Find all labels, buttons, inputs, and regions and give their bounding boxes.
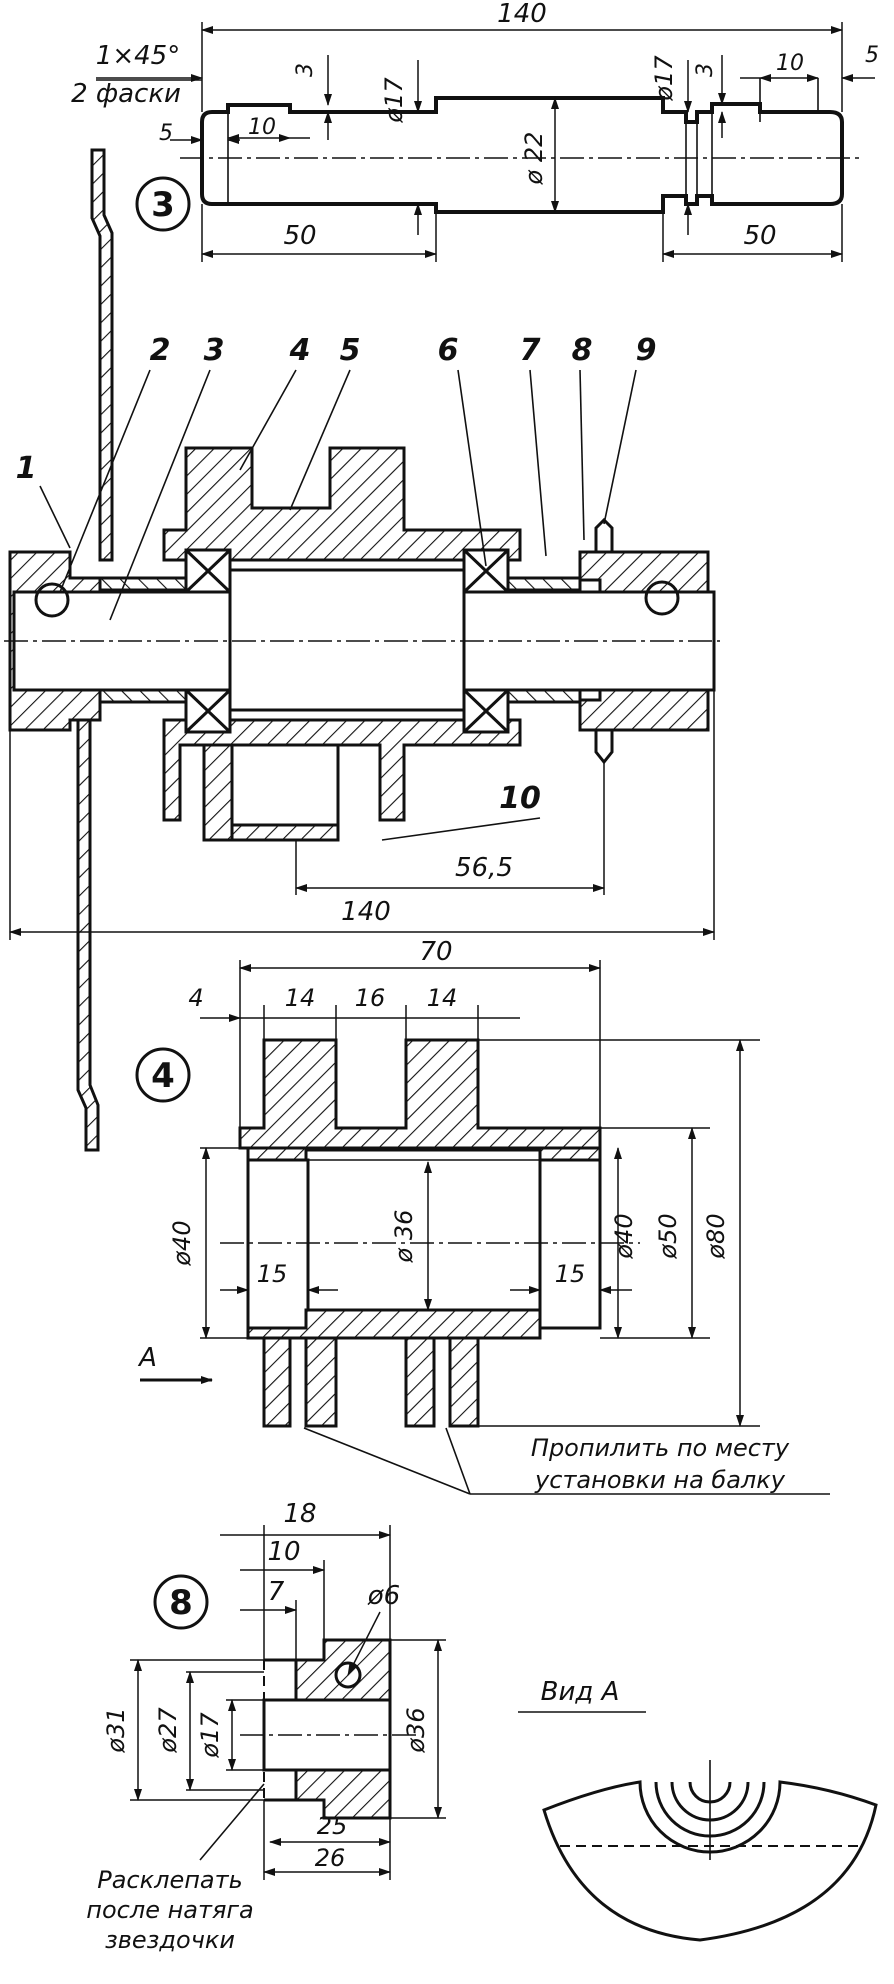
part8-dim-d36: ø36: [402, 1707, 430, 1753]
part8-dim-d6: ø6: [367, 1581, 400, 1611]
part3-axle-drawing: 3 140 50 50 ø17 ø 22 ø17 3 3: [71, 0, 879, 262]
part8-dim-d27: ø27: [154, 1707, 182, 1754]
view-a-title: Вид А: [541, 1677, 620, 1707]
part3-dim-left-end: 50: [283, 221, 316, 251]
part3-badge: 3: [151, 185, 175, 225]
part4-hub-drawing: 4 70 4 14 16 14: [135, 937, 830, 1495]
part8-dim-7: 7: [268, 1577, 285, 1607]
assembly-section: 1 2 3 4 5 6 7 8 9 10 56,5 140: [4, 333, 720, 940]
part4-dim-d50: ø50: [654, 1213, 682, 1259]
callout-7: 7: [520, 333, 541, 368]
callout-9: 9: [636, 333, 657, 368]
part4-dim-16: 16: [355, 984, 386, 1012]
callout-8: 8: [572, 333, 593, 368]
part4-dim-d40-right: ø40: [610, 1213, 638, 1259]
part4-dim-15-left: 15: [257, 1260, 288, 1288]
part3-dim-right-end: 50: [743, 221, 776, 251]
part3-dim-flat10-right: 10: [776, 51, 804, 76]
part3-chamfer-note: 2 фаски: [71, 79, 181, 109]
part4-dim-d36: ø 36: [390, 1210, 418, 1264]
assembly-dim-140: 140: [341, 897, 391, 927]
part8-note-line1: Расклепать: [97, 1866, 243, 1894]
callout-6: 6: [438, 333, 459, 368]
part8-note-line2: после натяга: [86, 1896, 253, 1924]
part4-dim-4: 4: [188, 984, 203, 1012]
part4-note-line1: Пропилить по месту: [531, 1434, 790, 1462]
part4-dim-d80: ø80: [702, 1213, 730, 1259]
part4-view-arrow-a: A: [137, 1343, 157, 1373]
part3-dim-d22: ø 22: [520, 132, 548, 186]
part8-dim-25: 25: [317, 1812, 348, 1840]
part8-drawing: 8 18 10 7 ø6 ø31 ø27 ø17: [86, 1499, 446, 1954]
part8-dim-d31: ø31: [102, 1707, 130, 1753]
part4-dim-14b: 14: [427, 984, 458, 1012]
part4-badge: 4: [151, 1056, 175, 1096]
part3-dim-step5-right: 5: [865, 43, 879, 68]
part3-dim-groove-left: 3: [293, 63, 318, 77]
part3-dim-d17-left: ø17: [380, 77, 408, 124]
callout-4: 4: [289, 333, 311, 368]
part3-dim-flat10-left: 10: [248, 115, 276, 140]
part4-note-line2: установки на балку: [534, 1466, 786, 1494]
part8-badge: 8: [169, 1583, 193, 1623]
part8-dim-10: 10: [267, 1537, 300, 1567]
part4-dim-15-right: 15: [555, 1260, 586, 1288]
part4-dim-14a: 14: [285, 984, 316, 1012]
part3-chamfer: 1×45°: [96, 41, 180, 71]
part3-dim-overall: 140: [497, 0, 547, 29]
part8-dim-18: 18: [283, 1499, 316, 1529]
callout-2: 2: [150, 333, 171, 368]
callout-3: 3: [204, 333, 225, 368]
part8-dim-d17: ø17: [196, 1712, 224, 1759]
callout-1: 1: [16, 451, 37, 486]
part4-dim-d40-left: ø40: [168, 1220, 196, 1266]
part3-dim-groove-right: 3: [693, 63, 718, 77]
assembly-dim-56: 56,5: [455, 853, 513, 883]
part8-note-line3: звездочки: [105, 1926, 235, 1954]
part3-shaft-outline: [200, 96, 844, 214]
callout-10: 10: [499, 781, 541, 816]
part3-dim-d17-right: ø17: [650, 55, 678, 102]
view-a-drawing: Вид А: [518, 1677, 878, 1942]
callout-5: 5: [340, 333, 361, 368]
part3-dim-step5-left: 5: [159, 121, 173, 146]
part8-dim-26: 26: [315, 1844, 346, 1872]
part4-dim-70: 70: [419, 937, 452, 967]
